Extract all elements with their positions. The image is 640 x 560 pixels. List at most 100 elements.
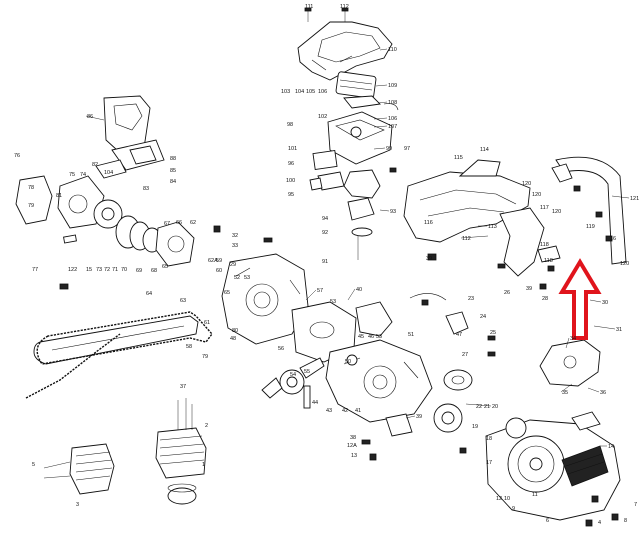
- leader-line-p36: [587, 387, 600, 393]
- part-label-p46: 46: [368, 334, 374, 340]
- part-label-p71: 71: [112, 267, 118, 273]
- part-label-p75: 75: [69, 172, 75, 178]
- part-label-p96: 96: [288, 161, 294, 167]
- part-label-p10: 10: [504, 496, 510, 502]
- part-label-p106: 106: [318, 89, 327, 95]
- part-label-p32: 32: [232, 233, 238, 239]
- guide-bar-and-chain: [25, 311, 213, 399]
- part-label-p79b: 79: [202, 354, 208, 360]
- part-label-p15: 15: [86, 267, 92, 273]
- part-label-p101: 101: [288, 146, 297, 152]
- part-label-p58: 58: [186, 344, 192, 350]
- part-label-p24: 24: [480, 314, 486, 320]
- part-label-p30: 30: [602, 300, 608, 306]
- part-label-p38: 38: [350, 435, 356, 441]
- part-label-p52: 52: [234, 275, 240, 281]
- brake-lever: [499, 207, 561, 277]
- part-label-p66: 66: [176, 220, 182, 226]
- part-label-p1: 1: [202, 462, 205, 468]
- part-label-p91: 91: [322, 259, 328, 265]
- part-label-p120d: 120: [620, 261, 629, 267]
- muffler-assembly: [409, 293, 601, 387]
- part-label-p102: 102: [318, 114, 327, 120]
- part-label-p28: 28: [542, 296, 548, 302]
- part-label-p67: 67: [164, 221, 170, 227]
- part-label-p105: 105: [306, 89, 315, 95]
- part-label-p63: 63: [180, 298, 186, 304]
- part-label-p61: 61: [204, 320, 210, 326]
- part-label-p54: 54: [290, 372, 296, 378]
- part-label-p68: 68: [151, 268, 157, 274]
- part-label-p62a: 62A: [208, 258, 218, 264]
- part-label-p42: 42: [342, 408, 348, 414]
- part-label-p39: 39: [416, 414, 422, 420]
- part-label-p77: 77: [32, 267, 38, 273]
- part-label-p34: 34: [570, 336, 576, 342]
- part-label-p120a: 120: [522, 181, 531, 187]
- part-label-p103: 103: [281, 89, 290, 95]
- leader-line-p107a: [373, 125, 388, 128]
- part-label-p13: 13: [351, 453, 357, 459]
- part-label-p120c: 120: [552, 209, 561, 215]
- part-label-p55: 55: [304, 369, 310, 375]
- part-label-p2: 2: [205, 423, 208, 429]
- leader-line-p30: [589, 299, 602, 303]
- part-label-p23: 23: [468, 296, 474, 302]
- part-label-p9: 9: [512, 506, 515, 512]
- part-label-p20: 20: [492, 404, 498, 410]
- rear-handle: [403, 159, 531, 243]
- part-label-p94: 94: [322, 216, 328, 222]
- part-label-p108: 108: [388, 100, 397, 106]
- part-label-p92: 92: [322, 230, 328, 236]
- leader-line-p57: [305, 289, 317, 301]
- leader-line-p86: [85, 115, 105, 121]
- part-label-p36: 36: [600, 390, 606, 396]
- starter-housing: [485, 411, 621, 521]
- air-box-assembly: [309, 95, 399, 260]
- part-label-p44: 44: [312, 400, 318, 406]
- part-label-p93: 93: [390, 209, 396, 215]
- part-label-p33: 33: [232, 243, 238, 249]
- part-label-p65b: 65: [224, 290, 230, 296]
- crankcase-main: [325, 339, 433, 423]
- part-label-p70: 70: [121, 267, 127, 273]
- part-label-p60: 60: [216, 268, 222, 274]
- part-label-p65: 65: [162, 264, 168, 270]
- crankcase-left-half: [221, 253, 309, 345]
- highlight-arrow: [558, 258, 602, 340]
- part-label-p113: 113: [488, 224, 497, 230]
- part-label-p59: 59: [216, 258, 222, 264]
- fasteners: [59, 167, 619, 527]
- part-label-p83: 83: [143, 186, 149, 192]
- clutch-side-assembly: [15, 145, 195, 267]
- part-label-p119: 119: [586, 224, 595, 230]
- part-label-p12a: 12A: [347, 443, 357, 449]
- leader-line-p31: [593, 325, 616, 330]
- leader-line-p112: [460, 235, 489, 239]
- part-label-p17: 17: [486, 460, 492, 466]
- leader-line-p106b: [373, 117, 388, 120]
- part-label-p73: 73: [96, 267, 102, 273]
- part-label-p115: 115: [454, 155, 463, 161]
- leader-line-p93: [379, 209, 390, 212]
- part-label-p3: 3: [76, 502, 79, 508]
- part-label-p12: 12: [496, 496, 502, 502]
- part-label-p109: 109: [388, 83, 397, 89]
- part-label-p8: 8: [624, 518, 627, 524]
- part-label-p79a: 79: [28, 203, 34, 209]
- part-label-p41: 41: [355, 408, 361, 414]
- part-label-p6: 6: [546, 518, 549, 524]
- part-label-p50: 50: [345, 359, 351, 365]
- part-label-p7: 7: [634, 502, 637, 508]
- leader-line-p99: [373, 147, 386, 150]
- leader-line-p35: [560, 383, 573, 393]
- part-label-p45: 45: [358, 334, 364, 340]
- part-label-p117: 117: [540, 205, 549, 211]
- part-label-p69: 69: [136, 268, 142, 274]
- part-label-p53c: 53: [376, 334, 382, 340]
- part-label-p84: 84: [170, 179, 176, 185]
- part-label-p104b: 104: [104, 170, 113, 176]
- part-label-p97: 97: [404, 146, 410, 152]
- part-label-p74: 74: [80, 172, 86, 178]
- part-label-p76: 76: [14, 153, 20, 159]
